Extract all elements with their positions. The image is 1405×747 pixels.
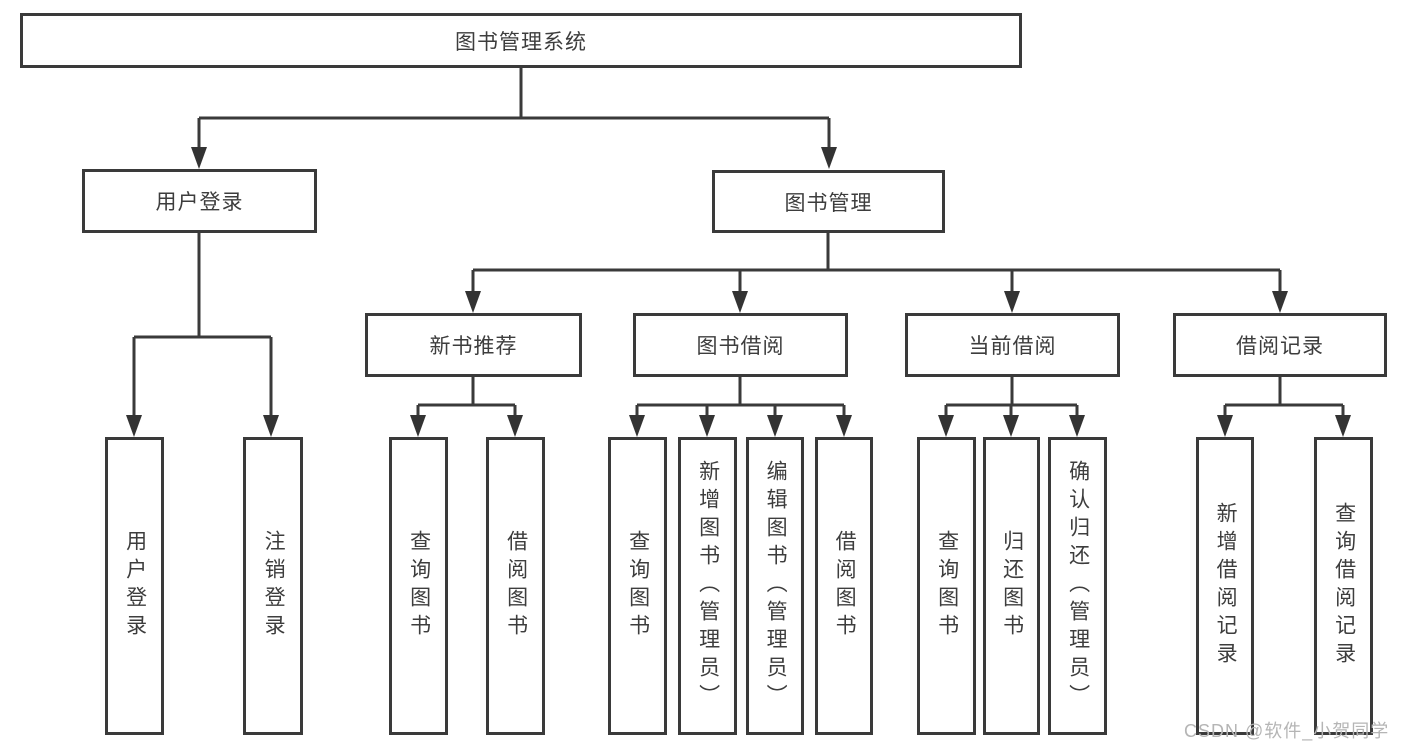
- leaf-user-login-label: 用户登录: [123, 530, 147, 642]
- leaf-borrow-books: 借阅图书: [815, 437, 873, 735]
- leaf-query-books-borrowing-label: 查询图书: [626, 530, 650, 642]
- node-user-login-label: 用户登录: [155, 191, 244, 214]
- node-book-management: 图书管理: [712, 170, 945, 233]
- leaf-add-books-admin-label: 新增图书（管理员）: [696, 460, 720, 712]
- node-borrow-records-label: 借阅记录: [1236, 335, 1324, 358]
- leaf-user-login: 用户登录: [105, 437, 164, 735]
- leaf-query-books-borrowing: 查询图书: [608, 437, 667, 735]
- leaf-confirm-return-admin-label: 确认归还（管理员）: [1066, 460, 1090, 712]
- leaf-return-books: 归还图书: [983, 437, 1040, 735]
- node-borrow-records: 借阅记录: [1173, 313, 1387, 377]
- leaf-query-borrow-record: 查询借阅记录: [1314, 437, 1373, 735]
- node-book-borrowing-label: 图书借阅: [696, 335, 785, 358]
- leaf-borrow-books-recommend: 借阅图书: [486, 437, 545, 735]
- node-user-login: 用户登录: [82, 169, 317, 233]
- leaf-add-borrow-record-label: 新增借阅记录: [1214, 502, 1238, 670]
- node-root-label: 图书管理系统: [455, 30, 587, 54]
- leaf-borrow-books-recommend-label: 借阅图书: [504, 530, 528, 642]
- node-root-system: 图书管理系统: [20, 13, 1022, 68]
- leaf-query-books-current: 查询图书: [917, 437, 976, 735]
- leaf-edit-books-admin-label: 编辑图书（管理员）: [764, 460, 788, 712]
- leaf-add-borrow-record: 新增借阅记录: [1196, 437, 1254, 735]
- leaf-logout: 注销登录: [243, 437, 303, 735]
- node-current-borrowing-label: 当前借阅: [968, 335, 1057, 358]
- leaf-add-books-admin: 新增图书（管理员）: [678, 437, 737, 735]
- leaf-return-books-label: 归还图书: [1000, 530, 1024, 642]
- leaf-query-books-recommend-label: 查询图书: [407, 530, 431, 642]
- leaf-query-borrow-record-label: 查询借阅记录: [1332, 502, 1356, 670]
- node-book-borrowing: 图书借阅: [633, 313, 848, 377]
- csdn-watermark: CSDN @软件_小贺同学: [1184, 721, 1390, 741]
- node-new-book-recommend-label: 新书推荐: [429, 335, 518, 358]
- node-new-book-recommend: 新书推荐: [365, 313, 582, 377]
- leaf-confirm-return-admin: 确认归还（管理员）: [1048, 437, 1107, 735]
- leaf-logout-label: 注销登录: [262, 530, 286, 642]
- leaf-query-books-current-label: 查询图书: [935, 530, 959, 642]
- leaf-edit-books-admin: 编辑图书（管理员）: [746, 437, 804, 735]
- node-current-borrowing: 当前借阅: [905, 313, 1120, 377]
- node-book-management-label: 图书管理: [784, 191, 873, 215]
- leaf-query-books-recommend: 查询图书: [389, 437, 448, 735]
- leaf-borrow-books-label: 借阅图书: [833, 530, 857, 642]
